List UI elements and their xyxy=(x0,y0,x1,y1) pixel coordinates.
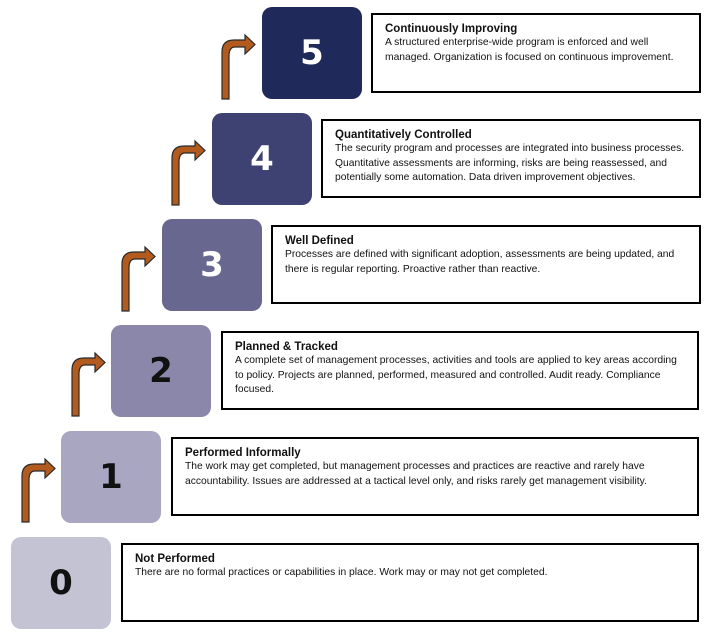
level-title: Continuously Improving xyxy=(385,23,518,35)
level-title: Performed Informally xyxy=(185,447,301,459)
level-description: There are no formal practices or capabil… xyxy=(135,567,548,578)
level-description: A structured enterprise-wide program is … xyxy=(385,37,674,63)
level-5-block: 5 xyxy=(262,7,362,99)
level-title: Planned & Tracked xyxy=(235,341,338,353)
level-number: 1 xyxy=(99,457,123,497)
level-description: The security program and processes are i… xyxy=(335,143,685,183)
level-2-description-box: Planned & Tracked A complete set of mana… xyxy=(221,331,699,410)
level-1-description-box: Performed Informally The work may get co… xyxy=(171,437,699,516)
level-number: 5 xyxy=(300,33,324,73)
level-2-block: 2 xyxy=(111,325,211,417)
bent-arrow-icon-5 xyxy=(221,33,256,100)
level-4-description-box: Quantitatively Controlled The security p… xyxy=(321,119,701,198)
level-number: 2 xyxy=(149,351,173,391)
level-1-block: 1 xyxy=(61,431,161,523)
level-title: Not Performed xyxy=(135,553,215,565)
level-3-block: 3 xyxy=(162,219,262,311)
level-number: 4 xyxy=(250,139,274,179)
level-title: Quantitatively Controlled xyxy=(335,129,472,141)
level-number: 3 xyxy=(200,245,224,285)
level-description: Processes are defined with significant a… xyxy=(285,249,675,275)
level-3-description-box: Well Defined Processes are defined with … xyxy=(271,225,701,304)
level-description: The work may get completed, but manageme… xyxy=(185,461,647,487)
level-0-block: 0 xyxy=(11,537,111,629)
level-0-description-box: Not Performed There are no formal practi… xyxy=(121,543,699,622)
bent-arrow-icon-4 xyxy=(171,139,206,206)
level-description: A complete set of management processes, … xyxy=(235,355,677,395)
bent-arrow-icon-2 xyxy=(71,351,106,417)
level-number: 0 xyxy=(49,563,73,603)
level-4-block: 4 xyxy=(212,113,312,205)
bent-arrow-icon-3 xyxy=(121,245,156,312)
level-title: Well Defined xyxy=(285,235,354,247)
bent-arrow-icon-1 xyxy=(21,457,56,523)
level-5-description-box: Continuously Improving A structured ente… xyxy=(371,13,701,93)
